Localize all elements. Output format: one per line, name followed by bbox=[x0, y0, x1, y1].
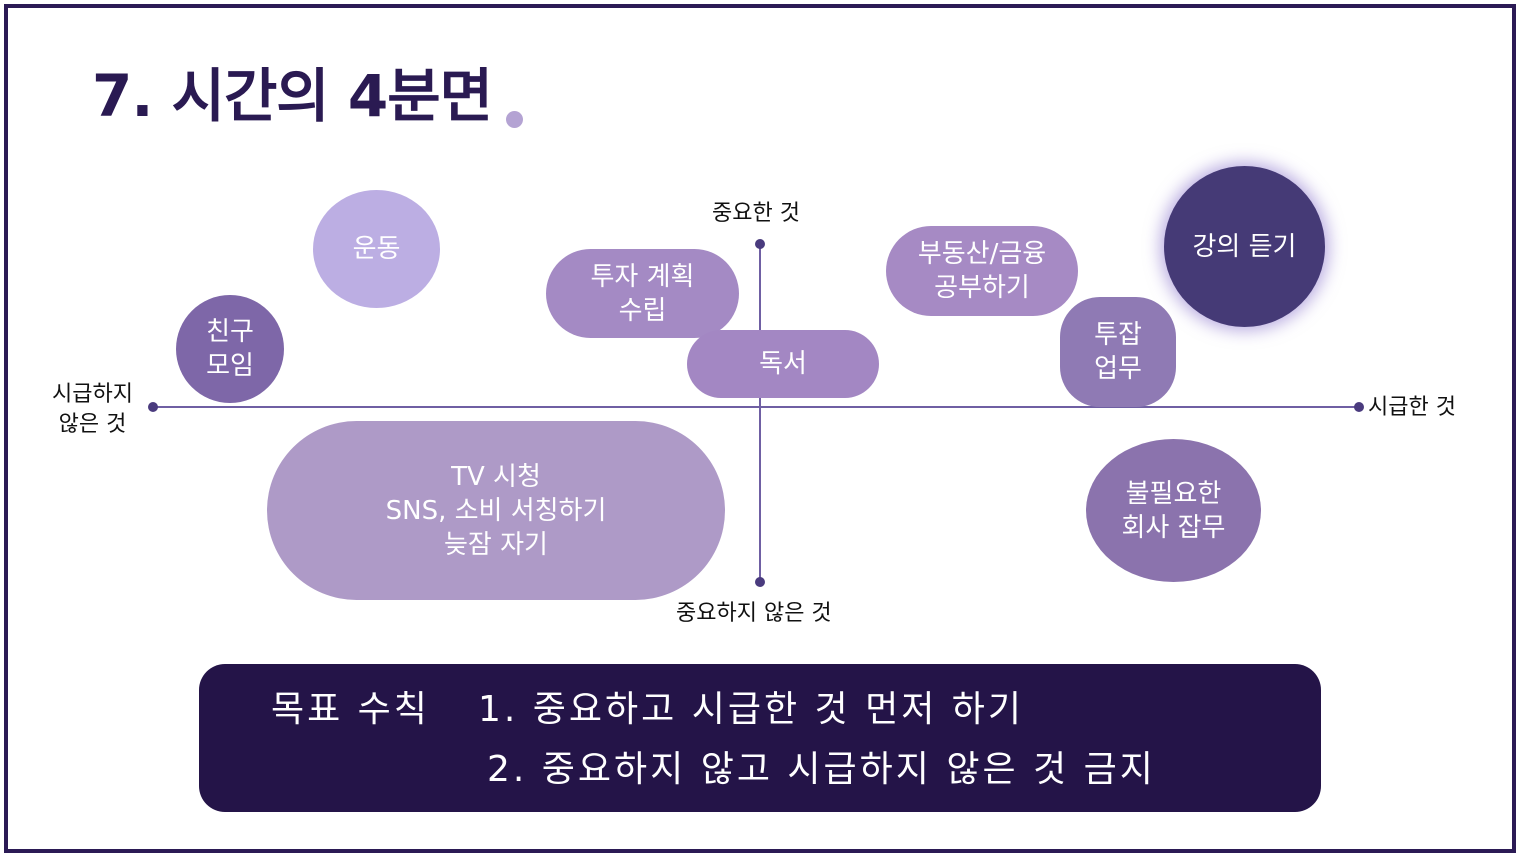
goal-rule-2: 2. 중요하지 않고 시급하지 않은 것 금지 bbox=[487, 749, 1156, 790]
title-accent-dot bbox=[506, 111, 523, 128]
axis-label-bottom: 중요하지 않은 것 bbox=[676, 601, 832, 626]
axis-end-left bbox=[148, 402, 158, 412]
axis-end-bottom bbox=[755, 577, 765, 587]
bubble-lecture: 강의 듣기 bbox=[1164, 166, 1325, 327]
bubble-real-estate-study: 부동산/금융 공부하기 bbox=[886, 226, 1078, 316]
bubble-reading: 독서 bbox=[687, 330, 879, 398]
bubble-side-job: 투잡 업무 bbox=[1060, 297, 1176, 407]
axis-label-right: 시급한 것 bbox=[1368, 395, 1456, 420]
axis-end-right bbox=[1354, 402, 1364, 412]
bubble-friends-meeting: 친구 모임 bbox=[176, 295, 284, 403]
goal-box: 목표 수칙 1. 중요하고 시급한 것 먼저 하기 2. 중요하지 않고 시급하… bbox=[199, 664, 1321, 812]
importance-axis bbox=[759, 244, 761, 583]
bubble-office-chores: 불필요한 회사 잡무 bbox=[1086, 439, 1261, 582]
bubble-tv-sns: TV 시청 SNS, 소비 서칭하기 늦잠 자기 bbox=[267, 421, 725, 600]
axis-label-top: 중요한 것 bbox=[712, 201, 800, 226]
axis-end-top bbox=[755, 239, 765, 249]
urgency-axis bbox=[152, 406, 1358, 408]
bubble-exercise: 운동 bbox=[313, 190, 440, 308]
goal-heading: 목표 수칙 bbox=[271, 689, 430, 730]
axis-label-left: 시급하지 않은 것 bbox=[52, 382, 133, 437]
slide-frame bbox=[4, 4, 1516, 853]
page-title: 7. 시간의 4분면 bbox=[92, 62, 493, 130]
goal-rule-1: 1. 중요하고 시급한 것 먼저 하기 bbox=[478, 689, 1025, 730]
bubble-investment-plan: 투자 계획 수립 bbox=[546, 249, 739, 338]
